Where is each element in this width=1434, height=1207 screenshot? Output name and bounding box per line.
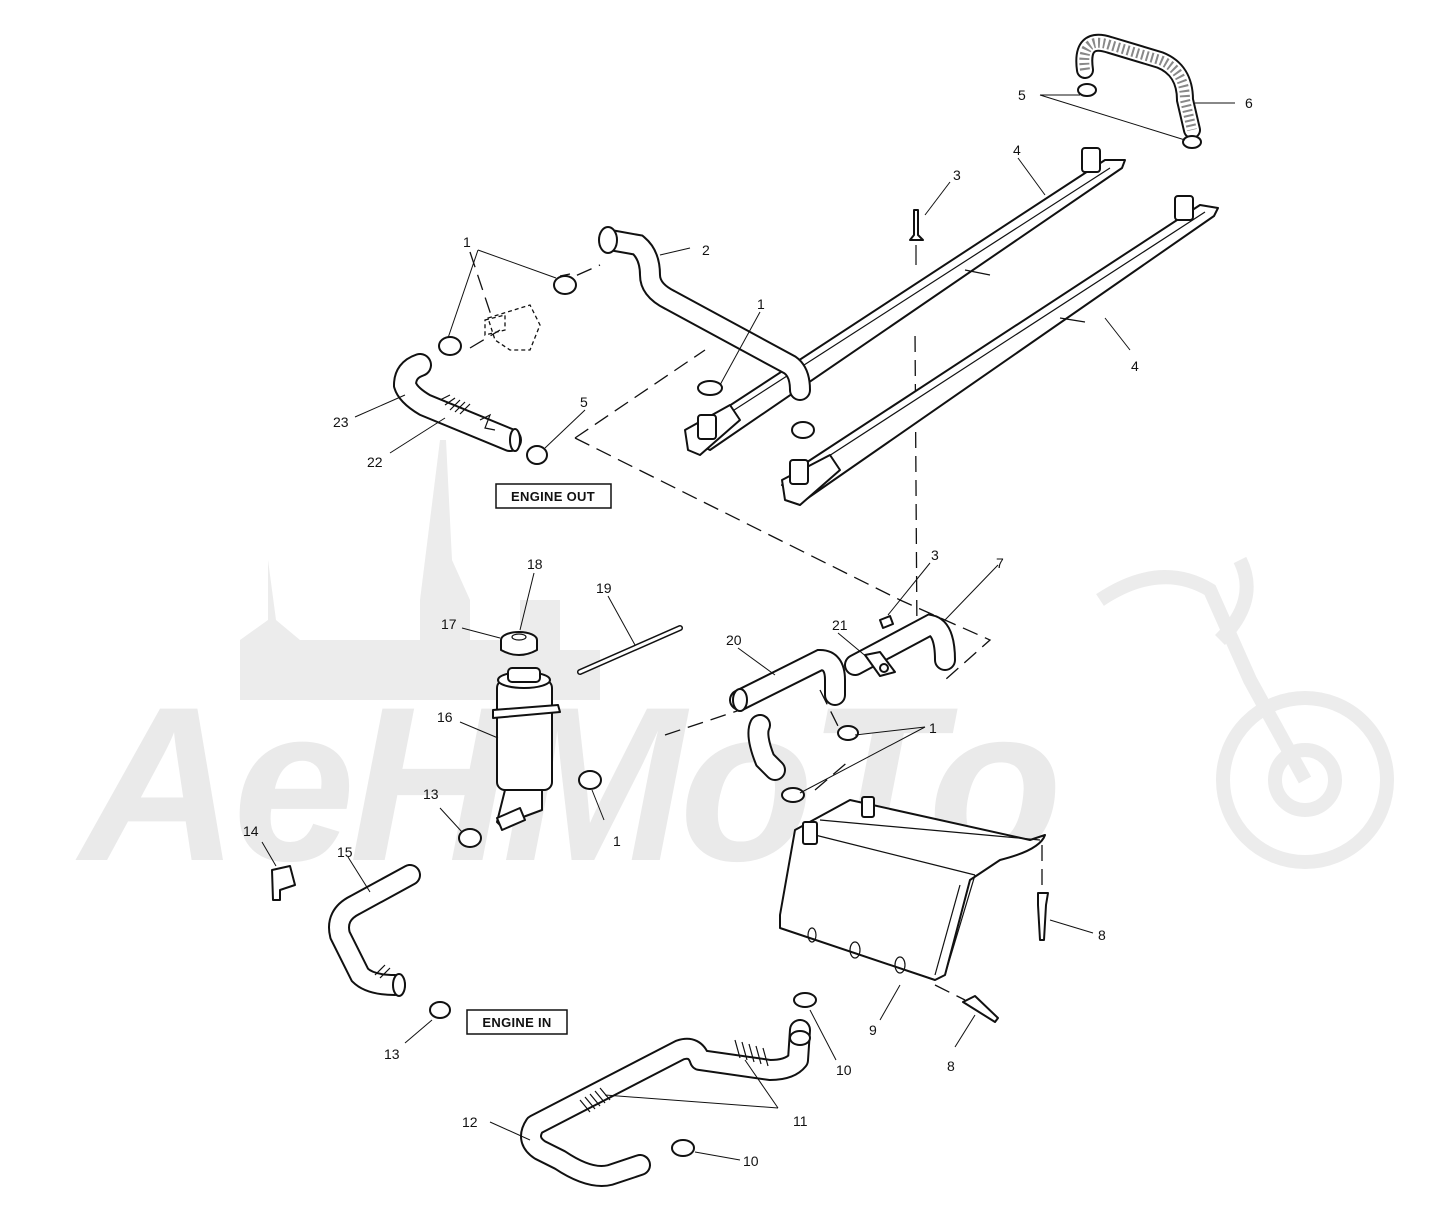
heat-exchanger-9	[779, 796, 1046, 981]
callout-13: 13	[384, 1046, 400, 1062]
callout-6: 6	[1245, 95, 1253, 111]
clamp-3-mid	[879, 615, 894, 629]
callout-20: 20	[726, 632, 742, 648]
callout-4: 4	[1013, 142, 1021, 158]
callout-13: 13	[423, 786, 439, 802]
hose-6	[1075, 33, 1201, 139]
callout-1: 1	[613, 833, 621, 849]
rod-19	[577, 625, 683, 675]
callout-8: 8	[947, 1058, 955, 1074]
clamp-1-upper-b	[438, 336, 462, 356]
clamp-1-upper-a	[553, 273, 577, 295]
hose-15	[328, 864, 421, 997]
bracket-21	[864, 651, 896, 677]
callouts: 1 2 1 3 4 5 6 4 23 22 5 18 17 19 3 7 20 …	[243, 87, 1253, 1169]
callout-21: 21	[832, 617, 848, 633]
svg-text:ENGINE OUT: ENGINE OUT	[511, 489, 595, 504]
heat-exchanger-lower	[781, 195, 1219, 506]
fitting-14	[271, 865, 296, 901]
hose-2	[598, 226, 811, 401]
connection-lines	[469, 251, 1043, 1001]
callout-23: 23	[333, 414, 349, 430]
callout-10: 10	[836, 1062, 852, 1078]
callout-14: 14	[243, 823, 259, 839]
callout-3: 3	[953, 167, 961, 183]
callout-12: 12	[462, 1114, 478, 1130]
callout-19: 19	[596, 580, 612, 596]
callout-7: 7	[996, 555, 1004, 571]
clamp-13-lower	[429, 1001, 451, 1019]
callout-1: 1	[929, 720, 937, 736]
bolt-8-diagonal	[962, 995, 999, 1023]
callout-5: 5	[580, 394, 588, 410]
clamp-10-upper	[793, 992, 817, 1008]
callout-10: 10	[743, 1153, 759, 1169]
callout-8: 8	[1098, 927, 1106, 943]
bolt-8-vertical	[1037, 892, 1049, 941]
clamp-13-upper	[458, 828, 482, 848]
clamp-5-top	[1077, 83, 1202, 149]
coolant-bottle	[492, 667, 561, 831]
clamp-10-lower	[671, 1139, 695, 1157]
callout-16: 16	[437, 709, 453, 725]
clamps-1-mid	[578, 725, 859, 803]
hose-23-22	[392, 353, 522, 452]
leader-lines	[261, 94, 1235, 1161]
bolt-3-top	[909, 209, 924, 265]
hose-20	[729, 648, 846, 712]
thermostat-housing	[484, 304, 541, 351]
callout-22: 22	[367, 454, 383, 470]
callout-4: 4	[1131, 358, 1139, 374]
callout-15: 15	[337, 844, 353, 860]
hose-lower-bend	[747, 714, 786, 781]
watermark: AeHMoTo	[75, 440, 1394, 907]
engine-out-label: ENGINE OUT	[495, 483, 612, 509]
bottle-cap	[500, 631, 538, 656]
clamp-1-exchanger	[697, 380, 723, 396]
callout-11: 11	[793, 1113, 808, 1129]
clamp-5-left	[526, 445, 548, 465]
callout-5: 5	[1018, 87, 1026, 103]
svg-text:ENGINE IN: ENGINE IN	[482, 1015, 551, 1030]
callout-1: 1	[757, 296, 765, 312]
clamp-5-mid	[791, 421, 815, 439]
callout-1: 1	[463, 234, 471, 250]
engine-in-label: ENGINE IN	[466, 1009, 568, 1035]
hose-7	[844, 613, 956, 676]
callout-9: 9	[869, 1022, 877, 1038]
callout-2: 2	[702, 242, 710, 258]
hose-12	[520, 1019, 811, 1187]
callout-17: 17	[441, 616, 457, 632]
callout-3: 3	[931, 547, 939, 563]
callout-18: 18	[527, 556, 543, 572]
